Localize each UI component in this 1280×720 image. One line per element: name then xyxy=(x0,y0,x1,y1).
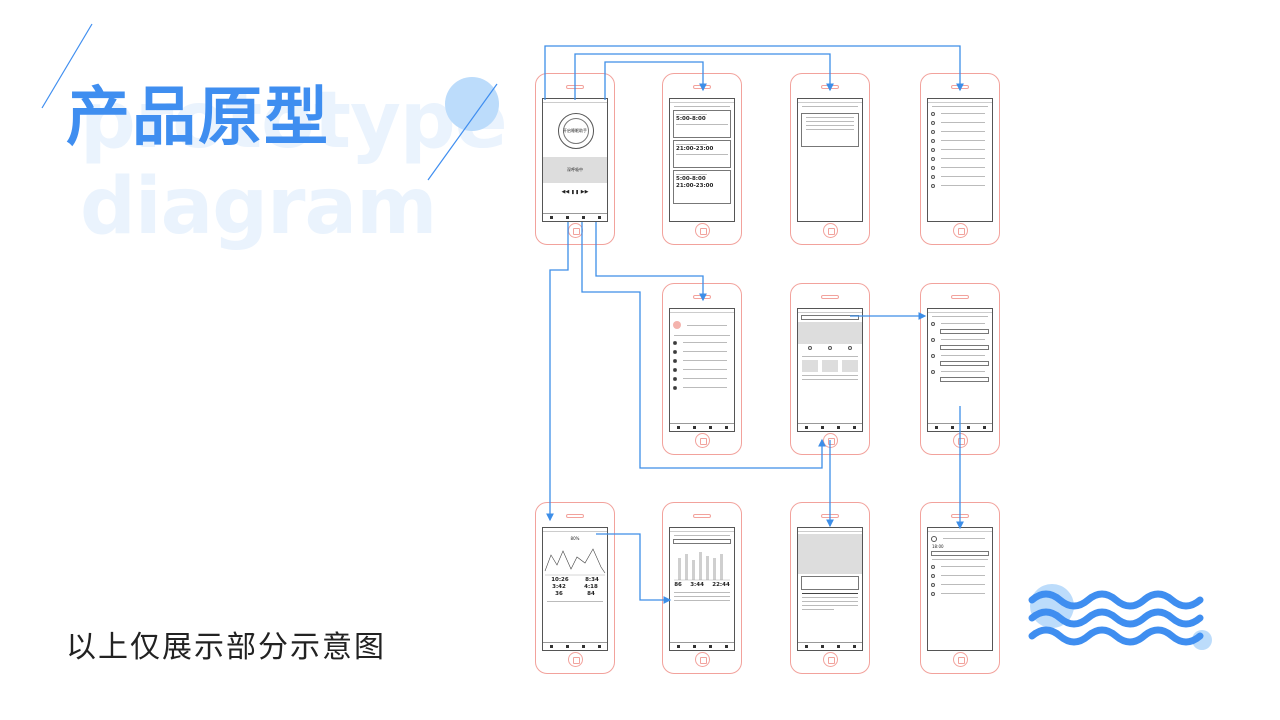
screen-sleep-report: 80% 10:26 8:34 3:42 4:18 36 84 xyxy=(542,527,608,651)
stat-4: 4:18 xyxy=(584,584,598,590)
playback-controls-icon: ◀◀ ❚❚ ▶▶ xyxy=(561,190,589,195)
bg-text-line1: prototype xyxy=(80,76,508,166)
phone-post-detail[interactable]: 18:00 xyxy=(920,502,1000,674)
screen-sound-list xyxy=(927,98,993,222)
schedule-time-2: 21:00-23:00 xyxy=(676,146,714,152)
stat-a: 86 xyxy=(674,582,682,588)
screen-article xyxy=(797,527,863,651)
phone-schedule[interactable]: 5:00-8:00 21:00-23:00 5:00-8:00 21:00-23… xyxy=(662,73,742,245)
sleep-curve-chart xyxy=(544,548,606,576)
screen-schedule: 5:00-8:00 21:00-23:00 5:00-8:00 21:00-23… xyxy=(669,98,735,222)
schedule-time-1: 5:00-8:00 xyxy=(676,116,706,122)
tab-bar xyxy=(543,213,607,221)
audio-panel xyxy=(543,157,607,183)
screen-weekly-stats: 86 3:44 22:44 xyxy=(669,527,735,651)
deco-line-left xyxy=(41,23,93,109)
breathing-label: 深呼吸中 xyxy=(567,167,583,172)
weekly-bar-chart xyxy=(674,552,730,581)
speaker xyxy=(566,85,584,89)
deco-circle xyxy=(445,77,499,131)
caption-text: 以上仅展示部分示意图 xyxy=(66,630,386,665)
stat-1: 10:26 xyxy=(551,577,569,583)
phone-discover[interactable] xyxy=(790,283,870,455)
avatar xyxy=(673,321,681,329)
screen-alarm-settings xyxy=(797,98,863,222)
sleep-start-label: 开启睡眠助手 xyxy=(563,128,587,133)
bg-text-line2: diagram xyxy=(80,162,437,252)
schedule-time-3: 5:00-8:00 xyxy=(676,176,706,182)
stat-b: 3:44 xyxy=(690,582,704,588)
phone-sleep-report[interactable]: 80% 10:26 8:34 3:42 4:18 36 84 xyxy=(535,502,615,674)
screen-post-detail: 18:00 xyxy=(927,527,993,651)
stat-6: 84 xyxy=(587,591,595,597)
stat-2: 8:34 xyxy=(585,577,599,583)
search-input xyxy=(801,315,859,320)
phone-article[interactable] xyxy=(790,502,870,674)
phone-alarm-settings[interactable] xyxy=(790,73,870,245)
deco-line-circle xyxy=(427,83,498,181)
screen-sleep-assistant: 开启睡眠助手 深呼吸中 ◀◀ ❚❚ ▶▶ xyxy=(542,98,608,222)
phone-community-feed[interactable] xyxy=(920,283,1000,455)
article-image xyxy=(798,534,862,574)
sleep-score: 80% xyxy=(570,536,580,541)
page-title: 产品原型 xyxy=(66,81,330,155)
phone-weekly-stats[interactable]: 86 3:44 22:44 xyxy=(662,502,742,674)
background-watermark-text: prototype diagram xyxy=(80,76,508,252)
screen-discover xyxy=(797,308,863,432)
stat-5: 36 xyxy=(555,591,563,597)
banner xyxy=(798,322,862,344)
wave-icon xyxy=(1028,590,1204,646)
phone-profile[interactable] xyxy=(662,283,742,455)
stat-3: 3:42 xyxy=(552,584,566,590)
stat-c: 22:44 xyxy=(712,582,730,588)
screen-profile xyxy=(669,308,735,432)
home-button xyxy=(568,223,583,238)
post-time: 18:00 xyxy=(932,544,944,549)
screen-community-feed xyxy=(927,308,993,432)
phone-sleep-assistant[interactable]: 开启睡眠助手 深呼吸中 ◀◀ ❚❚ ▶▶ xyxy=(535,73,615,245)
schedule-time-4: 21:00-23:00 xyxy=(676,183,714,189)
sleep-ring xyxy=(558,113,594,149)
phone-sound-list[interactable] xyxy=(920,73,1000,245)
